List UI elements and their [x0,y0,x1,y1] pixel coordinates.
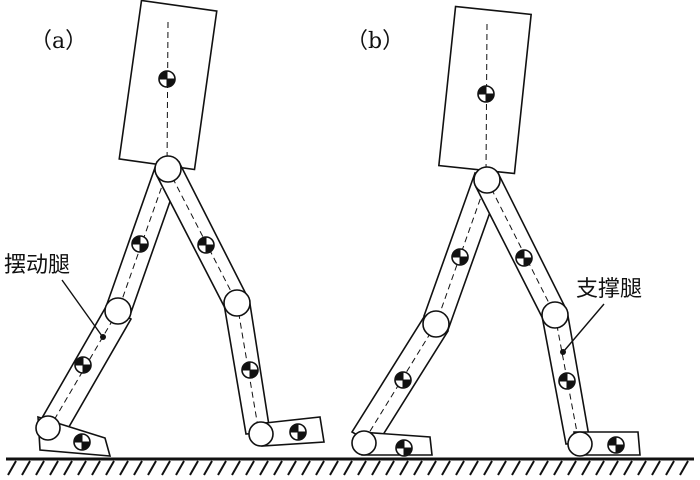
ground-hatch [497,460,507,476]
ground-hatch [385,460,395,476]
ground-hatch [273,460,283,476]
annotation-a: 摆动腿 [4,253,103,337]
ground-hatch [175,460,185,476]
ground-hatch [315,460,325,476]
ground-hatch [469,460,479,476]
ground-hatch [343,460,353,476]
ground-hatch [287,460,297,476]
swing-leg-b [350,171,500,456]
ground-hatch [595,460,605,476]
center-of-mass-icon [198,237,214,253]
center-of-mass-icon [132,236,148,252]
ground-hatch [77,460,87,476]
center-of-mass-icon [74,434,90,450]
center-of-mass-icon [395,372,411,388]
ground-hatch [427,460,437,476]
ground-hatch [21,460,31,476]
ground-hatch [665,460,675,476]
panel-a: （a） [4,0,325,457]
ground-hatch [35,460,45,476]
torso-b [437,5,533,175]
ground-hatch [553,460,563,476]
ground-hatch [259,460,269,476]
ground-hatch [637,460,647,476]
ground-hatch [189,460,199,476]
annotation-b: 支撑腿 [563,277,642,352]
swing-leg-a [35,160,180,457]
ground-hatch [7,460,17,476]
support-leg-b [473,166,641,457]
center-of-mass-icon [452,249,468,265]
ground-hatch [413,460,423,476]
ground-hatch [63,460,73,476]
ground-hatch [371,460,381,476]
ground-hatch [217,460,227,476]
ground-hatch [329,460,339,476]
ground-hatch [161,460,171,476]
ground-hatch [133,460,143,476]
ground-hatch [49,460,59,476]
ground-hatch [525,460,535,476]
center-of-mass-icon [478,86,494,102]
center-of-mass-icon [396,440,412,456]
ground-hatch [623,460,633,476]
panel-b: （b） [346,5,642,457]
ground-hatch [539,460,549,476]
panel-a-label: （a） [30,29,87,54]
support-leg-label: 支撑腿 [576,277,642,302]
ground-hatch [679,460,689,476]
ground-hatch [511,460,521,476]
ground-hatch [91,460,101,476]
ground-hatch [203,460,213,476]
ground-hatch [231,460,241,476]
center-of-mass-icon [608,437,624,453]
ground-hatch [147,460,157,476]
center-of-mass-icon [159,71,175,87]
ground-hatch [567,460,577,476]
center-of-mass-icon [516,250,532,266]
torso-a [118,0,218,171]
ground-hatch [581,460,591,476]
ground-hatch [357,460,367,476]
center-of-mass-icon [242,362,258,378]
ground-hatch [455,460,465,476]
panel-b-label: （b） [346,29,404,54]
ground-hatch [105,460,115,476]
ground-hatch [651,460,661,476]
ground-hatch [301,460,311,476]
center-of-mass-icon [290,424,306,440]
ground-hatch [245,460,255,476]
stance-leg-a [154,155,325,447]
ground [6,457,694,476]
center-of-mass-icon [559,373,575,389]
ground-hatch [609,460,619,476]
swing-leg-label: 摆动腿 [4,253,70,278]
ground-hatch [399,460,409,476]
ground-hatch [441,460,451,476]
ground-hatch [483,460,493,476]
ground-hatch [119,460,129,476]
center-of-mass-icon [75,357,91,373]
